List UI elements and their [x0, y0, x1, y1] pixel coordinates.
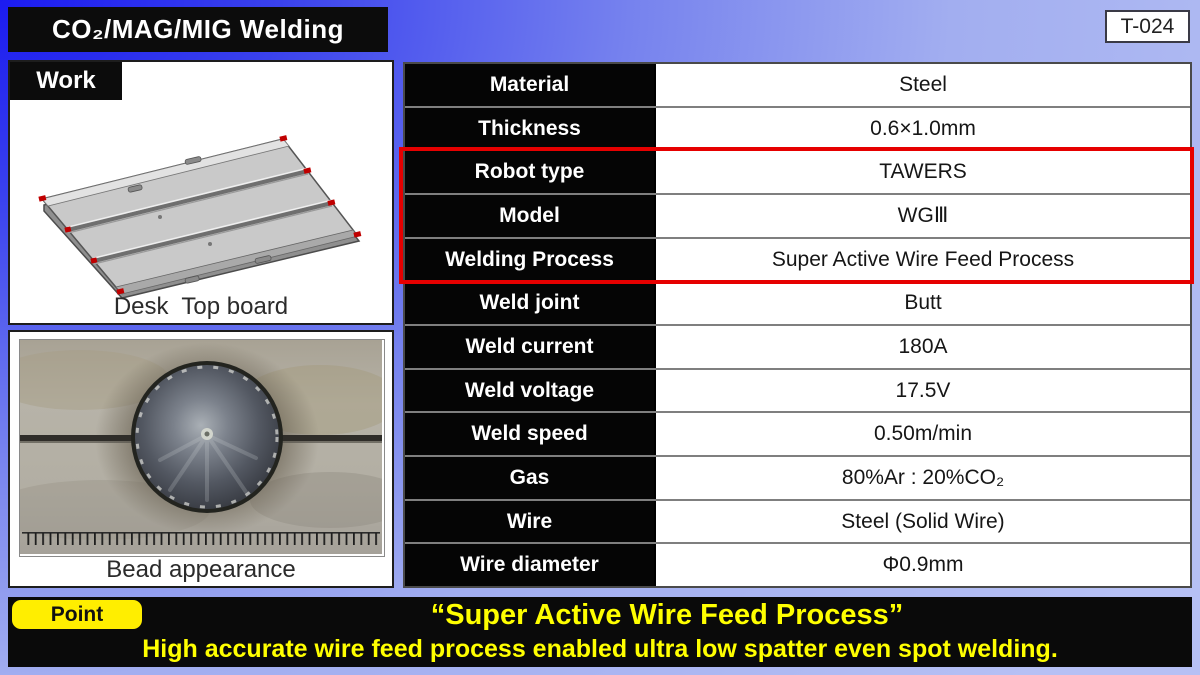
table-row: Robot type TAWERS — [405, 151, 1190, 196]
spec-value: 0.50m/min — [656, 413, 1190, 456]
spec-label: Wire — [405, 500, 656, 543]
point-subline: High accurate wire feed process enabled … — [142, 635, 1058, 663]
bead-photo-image — [0, 340, 410, 554]
spec-value: Butt — [656, 282, 1190, 325]
spec-label: Weld current — [405, 326, 656, 368]
table-row: Thickness 0.6×1.0mm — [405, 107, 1190, 152]
bead-caption: Bead appearance — [106, 556, 296, 583]
table-row: Weld voltage 17.5V — [405, 369, 1190, 414]
point-bar: Point “Super Active Wire Feed Process” H… — [8, 597, 1192, 667]
point-badge: Point — [12, 600, 142, 629]
table-row: Material Steel — [405, 64, 1190, 108]
spec-label: Thickness — [405, 107, 656, 150]
table-row: Weld current 180A — [405, 326, 1190, 370]
table-row: Welding Process Super Active Wire Feed P… — [405, 238, 1190, 283]
table-row: Wire diameter Φ0.9mm — [405, 544, 1190, 587]
spec-value: Steel — [656, 64, 1190, 106]
point-headline: “Super Active Wire Feed Process” — [430, 599, 904, 631]
spec-label: Welding Process — [405, 238, 656, 281]
spec-value: 80%Ar : 20%CO₂ — [656, 457, 1190, 499]
bead-photo-frame — [0, 339, 410, 557]
spec-value: TAWERS — [656, 151, 1190, 194]
spec-label: Weld speed — [405, 413, 656, 456]
spec-label: Model — [405, 195, 656, 237]
spec-value: 0.6×1.0mm — [656, 107, 1190, 150]
spec-value: Steel (Solid Wire) — [656, 500, 1190, 543]
spec-table: Material Steel Thickness 0.6×1.0mm Robot… — [403, 62, 1192, 588]
spec-value: 180A — [656, 326, 1190, 368]
spec-value: Φ0.9mm — [656, 544, 1190, 587]
spec-label: Robot type — [405, 151, 656, 194]
spec-label: Weld joint — [405, 282, 656, 325]
table-row: Gas 80%Ar : 20%CO₂ — [405, 457, 1190, 501]
table-row: Weld speed 0.50m/min — [405, 413, 1190, 458]
spec-value: Super Active Wire Feed Process — [656, 238, 1190, 281]
spec-label: Weld voltage — [405, 369, 656, 412]
work-panel: Work — [8, 60, 394, 325]
work-tag: Work — [10, 62, 122, 100]
spec-label: Wire diameter — [405, 544, 656, 587]
page-title: CO₂/MAG/MIG Welding — [8, 7, 388, 52]
desk-caption: Desk Top board — [113, 293, 289, 320]
table-row: Wire Steel (Solid Wire) — [405, 500, 1190, 545]
spec-label: Material — [405, 64, 656, 106]
spec-value: WGⅢ — [656, 195, 1190, 237]
document-id-badge: T-024 — [1105, 10, 1190, 43]
spec-label: Gas — [405, 457, 656, 499]
table-row: Weld joint Butt — [405, 282, 1190, 327]
bead-panel: Bead appearance — [0, 330, 410, 588]
table-row: Model WGⅢ — [405, 195, 1190, 239]
desk-drawing-image — [38, 135, 362, 299]
spec-value: 17.5V — [656, 369, 1190, 412]
